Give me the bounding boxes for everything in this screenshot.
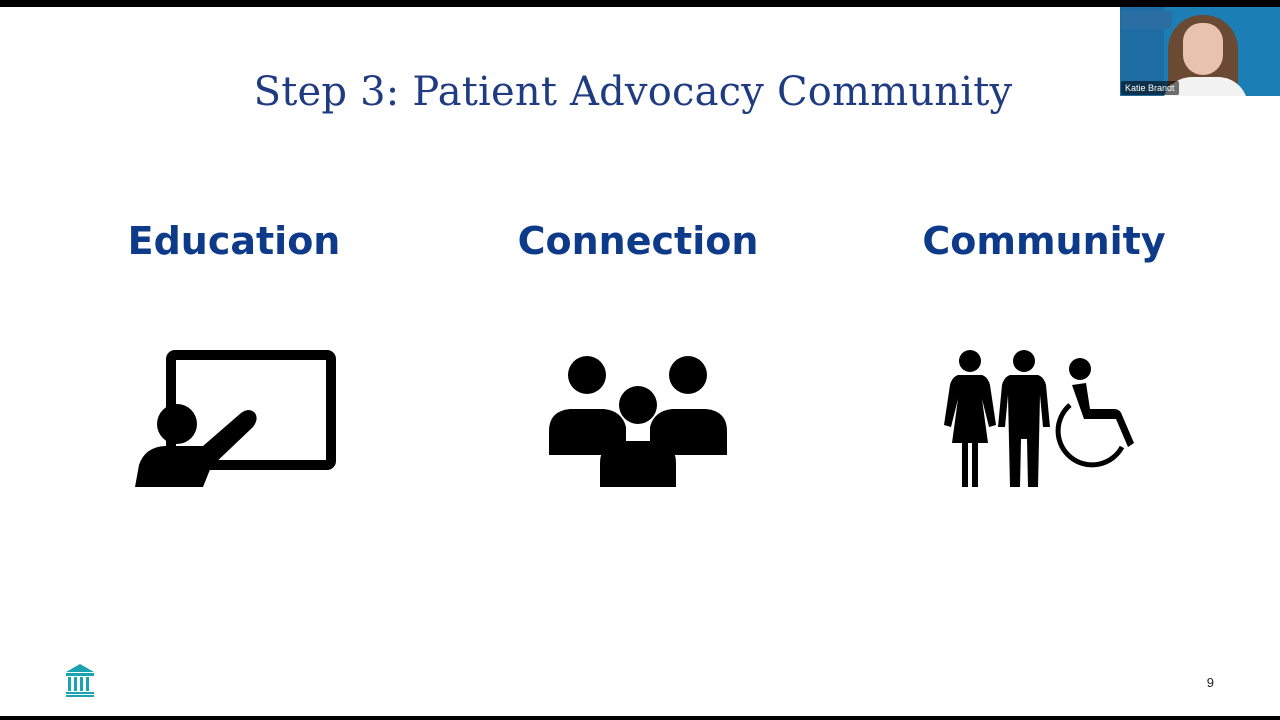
pillar-community: Community bbox=[864, 217, 1224, 487]
background-sign bbox=[1122, 11, 1172, 29]
participant-video-tile[interactable]: Katie Brandt bbox=[1120, 7, 1280, 96]
participant-shirt bbox=[1162, 77, 1248, 96]
participant-name-label: Katie Brandt bbox=[1121, 81, 1179, 95]
pillar-education: Education bbox=[54, 217, 414, 487]
pillar-heading: Connection bbox=[517, 219, 759, 263]
pillar-heading: Community bbox=[922, 219, 1166, 263]
institution-building-icon bbox=[64, 662, 96, 698]
pillar-heading: Education bbox=[127, 219, 341, 263]
slide-title: Step 3: Patient Advocacy Community bbox=[253, 69, 1013, 115]
teacher-at-board-icon bbox=[129, 347, 339, 492]
diverse-people-wheelchair-icon bbox=[944, 347, 1144, 492]
group-of-people-icon bbox=[548, 347, 728, 492]
presentation-slide: Step 3: Patient Advocacy Community Educa… bbox=[0, 7, 1280, 716]
pillar-connection: Connection bbox=[458, 217, 818, 487]
slide-page-number: 9 bbox=[1206, 675, 1214, 690]
participant-face bbox=[1183, 23, 1223, 75]
